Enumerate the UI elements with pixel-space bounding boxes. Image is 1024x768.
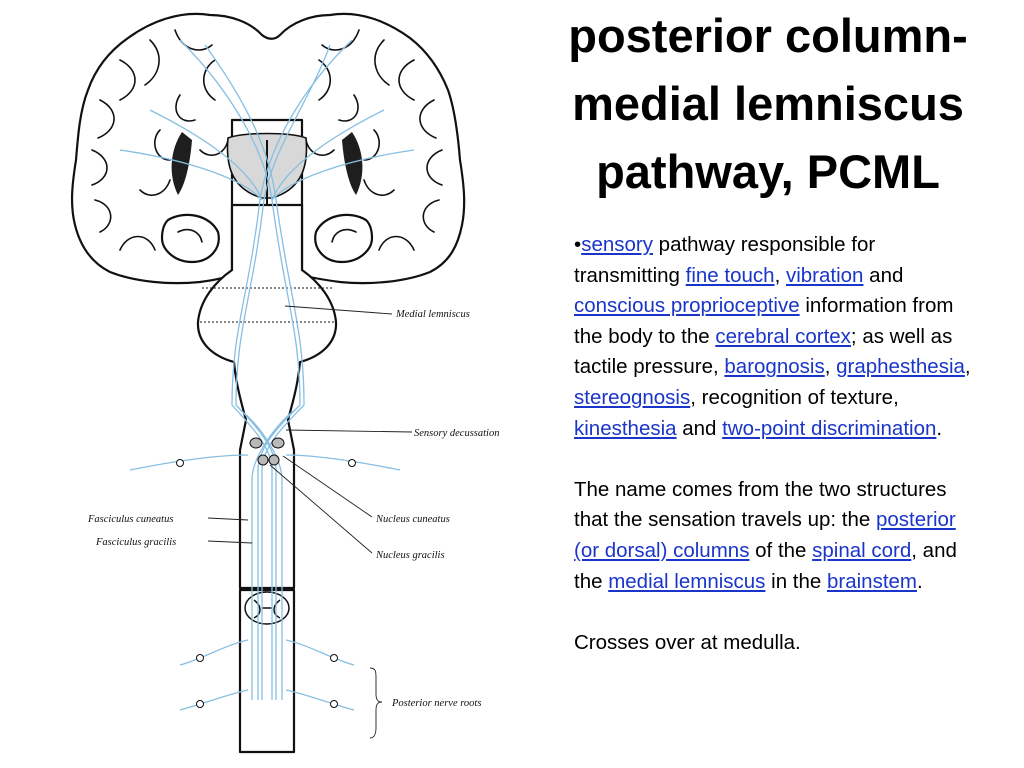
text-run: , (964, 355, 971, 379)
link-conscious-proprioceptive[interactable]: conscious proprioceptive (574, 294, 800, 318)
text-run: ; as well as tactile pressure, (574, 324, 953, 379)
text-run: in the (765, 569, 827, 593)
dorsal-root-ganglia (176, 459, 356, 708)
label-sensory-decussation: Sensory decussation (414, 428, 499, 439)
link-spinal-cord[interactable]: spinal cord (812, 538, 912, 562)
link-posterior-columns[interactable]: posterior (or dorsal) columns (574, 508, 956, 562)
link-two-point-discrimination[interactable]: two-point discrimination (722, 416, 937, 440)
link-brainstem[interactable]: brainstem (826, 569, 917, 593)
temporal-lobe-right (314, 213, 374, 264)
title-line-2: medial lemniscus (572, 77, 964, 130)
text-run: and (863, 263, 904, 287)
title-line-3: pathway, PCML (596, 145, 940, 198)
pcml-pathway-diagram: Medial lemniscus Sensory decussation Nuc… (70, 12, 499, 754)
text-run: . (917, 569, 923, 593)
link-barognosis[interactable]: barognosis (724, 355, 825, 379)
label-medial-lemniscus: Medial lemniscus (395, 309, 470, 320)
link-cerebral-cortex[interactable]: cerebral cortex (715, 324, 851, 348)
link-vibration[interactable]: vibration (785, 263, 864, 287)
dorsal-column-nuclei (249, 437, 285, 466)
lateral-ventricle-right (342, 132, 363, 195)
link-stereognosis[interactable]: stereognosis (574, 385, 691, 409)
brainstem (196, 203, 338, 590)
text-run: The name comes from the two structures t… (574, 477, 947, 532)
label-nucleus-cuneatus: Nucleus cuneatus (375, 514, 450, 525)
text-run: , (824, 355, 837, 379)
label-nucleus-gracilis: Nucleus gracilis (375, 550, 445, 561)
text-run: . (936, 416, 943, 440)
lateral-ventricle-left (171, 132, 192, 195)
text-run: pathway responsible for transmitting (574, 233, 876, 287)
link-medial-lemniscus[interactable]: medial lemniscus (608, 569, 766, 593)
title-line-1: posterior column- (568, 9, 968, 62)
bullet: • (574, 233, 582, 256)
label-posterior-nerve-roots: Posterior nerve roots (391, 698, 481, 709)
sensory-tracts (119, 39, 415, 711)
text-run: , (774, 263, 786, 287)
text-run: , and the (574, 538, 957, 593)
text-run: and (676, 416, 723, 440)
link-kinesthesia[interactable]: kinesthesia (574, 416, 677, 440)
temporal-lobe-left (160, 213, 220, 264)
label-fasciculus-cuneatus: Fasciculus cuneatus (87, 514, 173, 525)
label-fasciculus-gracilis: Fasciculus gracilis (95, 537, 176, 548)
paragraph-name-origin: The name comes from the two structures t… (574, 475, 984, 597)
body-text: •sensory pathway responsible for transmi… (574, 230, 984, 658)
text-run: , recognition of texture, (690, 385, 899, 409)
link-graphesthesia[interactable]: graphesthesia (836, 355, 965, 379)
link-sensory[interactable]: sensory (581, 233, 653, 256)
paragraph-crossing: Crosses over at medulla. (574, 630, 801, 654)
slide-title: posterior column- medial lemniscus pathw… (540, 2, 996, 206)
link-fine-touch[interactable]: fine touch (685, 263, 775, 287)
text-run: information from the body to the (574, 294, 954, 348)
text-run: of the (749, 538, 813, 562)
paragraph-description: •sensory pathway responsible for transmi… (574, 230, 984, 444)
